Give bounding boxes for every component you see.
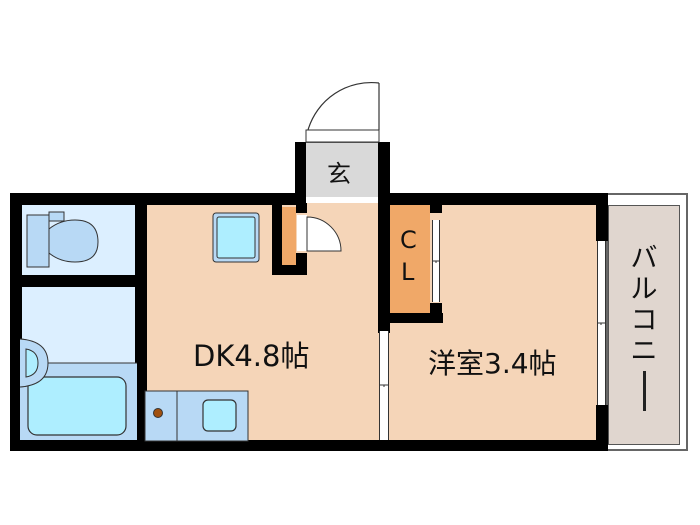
closet — [389, 205, 430, 313]
balcony-label-char — [622, 367, 666, 415]
wall-right — [596, 193, 608, 241]
wall-closet-bottom — [378, 313, 443, 323]
storage-door-swing-icon[interactable] — [297, 215, 342, 255]
balcony-label-char: ニ — [630, 336, 658, 367]
wall-bath-dk — [135, 193, 147, 451]
wall-left — [10, 193, 22, 451]
wall-dk-western — [378, 193, 390, 333]
wall-storage-right — [296, 203, 307, 213]
balcony-label-char: ル — [630, 274, 658, 305]
wall-entrance-right — [378, 142, 390, 205]
wall-storage-left — [272, 203, 282, 275]
closet-label-c: C — [400, 226, 417, 254]
wall-storage-bottom — [272, 265, 307, 275]
wall-top-left — [10, 193, 305, 205]
balcony-label-char: バ — [630, 243, 658, 274]
wall-right-lower — [596, 405, 608, 451]
closet-label-l: L — [401, 258, 415, 286]
kitchen-counter-icon — [144, 390, 249, 442]
dk-storage — [282, 207, 296, 265]
balcony-label-char: コ — [630, 305, 658, 336]
wall-closet-right-bottom — [430, 303, 442, 323]
wall-entrance-left — [295, 142, 306, 205]
wall-closet-right-top — [430, 193, 442, 213]
bathtub-icon — [19, 338, 137, 440]
balcony-label: バ ル コ ニ — [622, 243, 666, 415]
western-room-label: 洋室3.4帖 — [428, 347, 557, 380]
wall-bottom — [10, 440, 606, 451]
toilet-icon — [26, 211, 99, 268]
entrance-label: 玄 — [327, 160, 351, 188]
entrance-room — [305, 142, 380, 197]
entrance-door-swing-icon[interactable] — [300, 70, 390, 145]
wall-toilet-bath — [10, 275, 145, 287]
dk-label: DK4.8帖 — [193, 339, 310, 373]
wall-storage-right2 — [296, 253, 307, 275]
refrigerator-icon — [212, 212, 260, 263]
